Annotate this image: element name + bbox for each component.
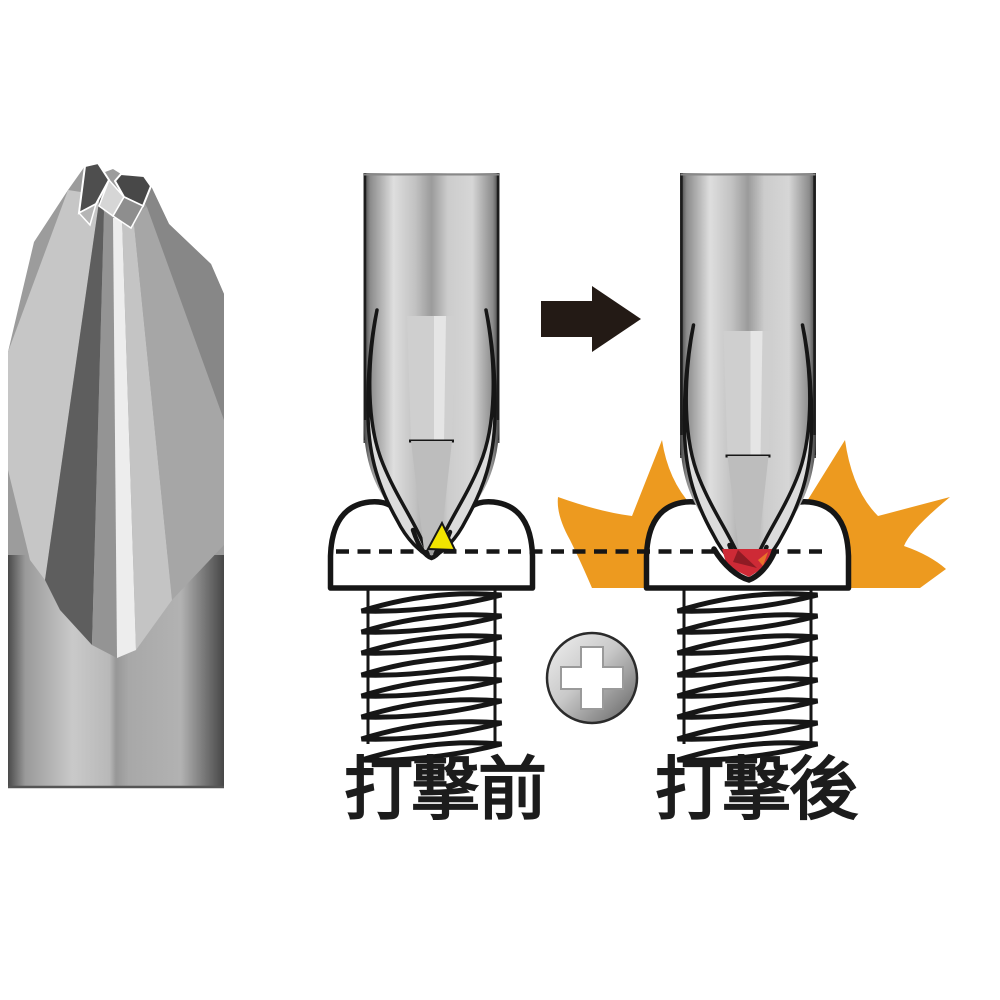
contact-point-red	[711, 546, 777, 583]
contact-point-yellow	[426, 520, 457, 552]
after-label: 打撃後	[655, 750, 858, 830]
bit-before	[364, 173, 500, 558]
phillips-bit-tip-closeup	[8, 161, 224, 789]
phillips-screw-head-icon	[545, 631, 639, 725]
phillips-cross-recess	[560, 646, 624, 710]
bit-tip-cross-flutes	[77, 161, 153, 230]
right-arrow-icon	[541, 286, 641, 352]
bit-after	[680, 173, 816, 583]
before-label: 打撃前	[344, 750, 547, 830]
